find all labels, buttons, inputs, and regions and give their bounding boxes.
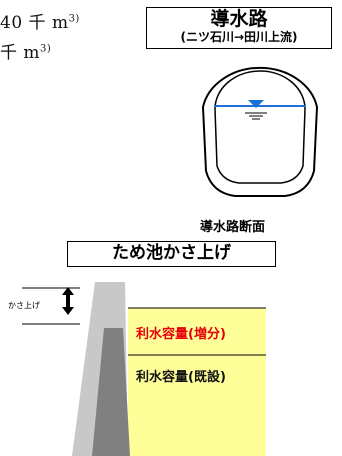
capacity-text-line-2-main: 千 m xyxy=(0,43,41,63)
tunnel-bore xyxy=(214,70,306,184)
dam-raising-diagram xyxy=(22,282,266,456)
headrace-subtitle: (ニツ石川→田川上流) xyxy=(180,30,298,44)
reservoir-title: ため池かさ上げ xyxy=(112,243,231,263)
water-level-marker-icon xyxy=(248,100,264,108)
reservoir-title-box: ため池かさ上げ xyxy=(67,241,276,267)
headrace-title-box: 導水路 (ニツ石川→田川上流) xyxy=(146,7,332,49)
capacity-existing-label: 利水容量(既設) xyxy=(136,370,226,385)
reservoir-water xyxy=(128,308,266,456)
headrace-title: 導水路 xyxy=(210,8,268,30)
capacity-text-line-1-sup: 3) xyxy=(68,13,80,25)
double-arrow-icon xyxy=(62,287,74,315)
capacity-text-line-2-sup: 3) xyxy=(40,43,52,55)
headrace-cross-section xyxy=(201,66,319,197)
capacity-text-line-1-main: 40 千 m xyxy=(0,13,69,33)
capacity-increase-label: 利水容量(増分) xyxy=(136,327,226,342)
dam-embankment-existing xyxy=(92,328,130,456)
capacity-text-line-2: 千 m3) xyxy=(0,38,51,63)
headrace-section-label: 導水路断面 xyxy=(200,220,266,235)
raise-label: かさ上げ xyxy=(8,301,40,310)
capacity-text-line-1: 40 千 m3) xyxy=(0,8,80,33)
